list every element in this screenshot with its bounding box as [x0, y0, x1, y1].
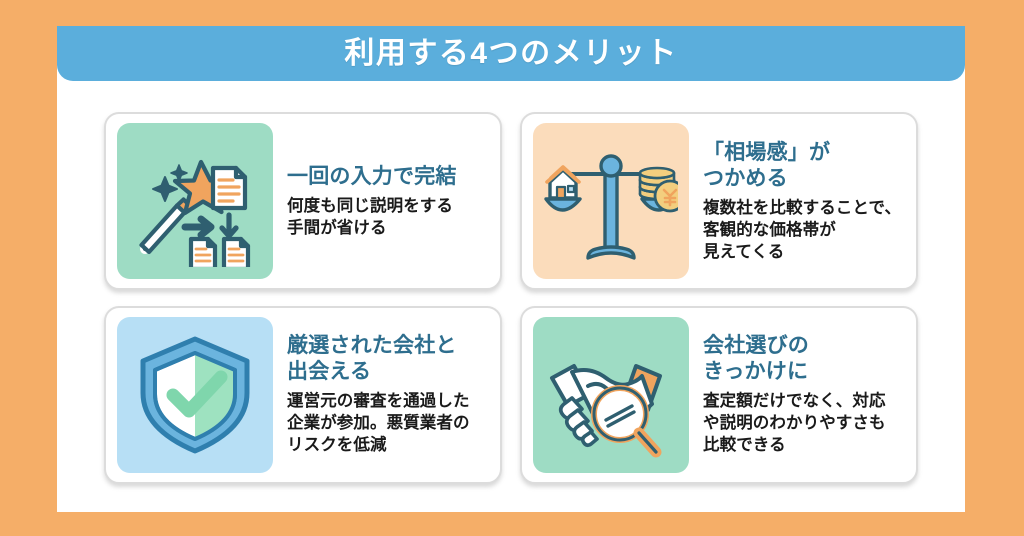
benefit-card-grid: 一回の入力で完結 何度も同じ説明をする 手間が省ける — [104, 112, 918, 484]
benefit-card-description: 何度も同じ説明をする 手間が省ける — [287, 197, 453, 238]
page-title: 利用する4つのメリット — [344, 36, 678, 70]
benefit-card-text: 一回の入力で完結 何度も同じ説明をする 手間が省ける — [273, 162, 488, 240]
benefit-card-company-selection[interactable]: 会社選びの きっかけに 査定額だけでなく、対応 や説明のわかりやすさも 比較でき… — [520, 306, 918, 484]
benefit-card-screened-companies[interactable]: 厳選された会社と 出会える 運営元の審査を通過した 企業が参加。悪質業者の リス… — [104, 306, 502, 484]
handshake-magnifier-icon — [533, 317, 689, 473]
benefit-card-text: 会社選びの きっかけに 査定額だけでなく、対応 や説明のわかりやすさも 比較でき… — [689, 333, 904, 457]
header-banner: 利用する4つのメリット — [57, 26, 965, 81]
benefit-card-description: 運営元の審査を通過した 企業が参加。悪質業者の リスクを低減 — [287, 392, 470, 455]
benefit-card-text: 厳選された会社と 出会える 運営元の審査を通過した 企業が参加。悪質業者の リス… — [273, 333, 488, 457]
benefit-card-title: 厳選された会社と 出会える — [287, 333, 457, 383]
benefit-card-market-rate[interactable]: 「相場感」が つかめる 複数社を比較することで、 客観的な価格帯が 見えてくる — [520, 112, 918, 290]
benefit-card-one-time-input[interactable]: 一回の入力で完結 何度も同じ説明をする 手間が省ける — [104, 112, 502, 290]
shield-check-icon — [117, 317, 273, 473]
benefit-card-title: 会社選びの きっかけに — [703, 333, 809, 383]
benefit-card-description: 査定額だけでなく、対応 や説明のわかりやすさも 比較できる — [703, 392, 886, 455]
benefit-card-title: 一回の入力で完結 — [287, 164, 457, 188]
magic-wand-documents-icon — [117, 123, 273, 279]
benefit-card-text: 「相場感」が つかめる 複数社を比較することで、 客観的な価格帯が 見えてくる — [689, 138, 904, 264]
benefit-card-description: 複数社を比較することで、 客観的な価格帯が 見えてくる — [703, 199, 902, 262]
benefit-card-title: 「相場感」が つかめる — [703, 140, 831, 190]
balance-scale-house-coins-icon — [533, 123, 689, 279]
